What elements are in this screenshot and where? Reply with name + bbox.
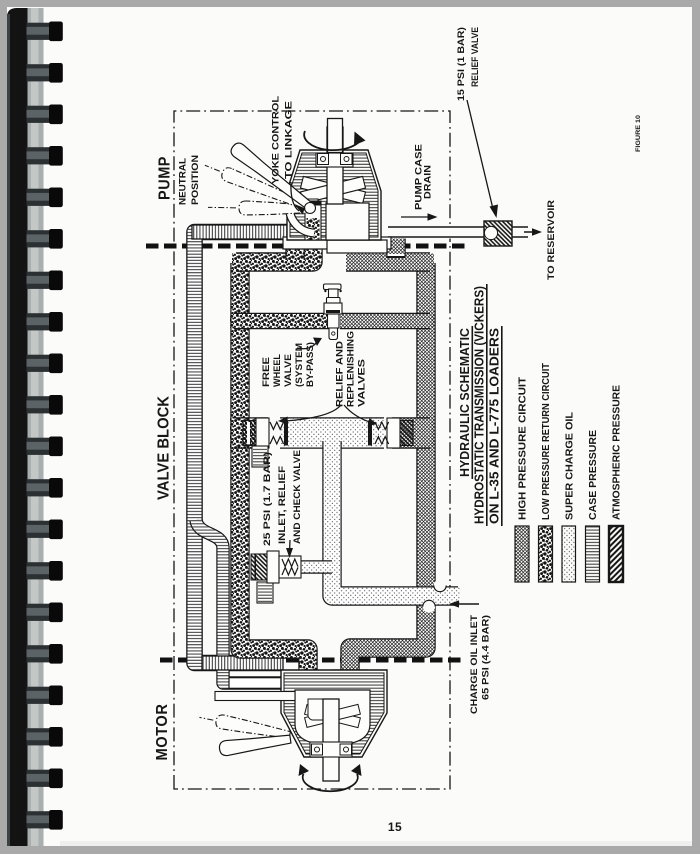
svg-text:SUPER CHARGE OIL: SUPER CHARGE OIL: [565, 412, 576, 520]
svg-text:15 PSI (1 BAR): 15 PSI (1 BAR): [456, 27, 467, 101]
svg-text:AND CHECK VALVE: AND CHECK VALVE: [292, 449, 303, 544]
svg-text:LOW PRESSURE RETURN CIRCUIT: LOW PRESSURE RETURN CIRCUIT: [541, 363, 552, 520]
svg-text:POSITION: POSITION: [190, 155, 201, 205]
svg-text:YOKE CONTROL: YOKE CONTROL: [271, 96, 282, 184]
svg-text:ATMOSPHERIC PRESSURE: ATMOSPHERIC PRESSURE: [612, 385, 623, 520]
svg-text:15: 15: [388, 820, 402, 834]
svg-text:25 PSI (1.7 BAR): 25 PSI (1.7 BAR): [262, 452, 273, 546]
svg-text:RELIEF AND: RELIEF AND: [335, 341, 346, 407]
svg-text:WHEEL: WHEEL: [272, 354, 283, 387]
svg-text:PUMP CASE: PUMP CASE: [414, 143, 425, 210]
svg-text:PUMP: PUMP: [157, 156, 174, 200]
svg-text:HYDRAULIC SCHEMATIC: HYDRAULIC SCHEMATIC: [458, 328, 472, 477]
svg-text:CASE PRESSURE: CASE PRESSURE: [588, 430, 599, 520]
svg-text:ON L-35 AND L-775 LOADERS: ON L-35 AND L-775 LOADERS: [488, 328, 502, 524]
svg-text:MOTOR: MOTOR: [154, 704, 171, 761]
svg-text:HYDROSTATIC TRANSMISSION (VICK: HYDROSTATIC TRANSMISSION (VICKERS): [473, 286, 487, 524]
svg-text:BY-PASS): BY-PASS): [305, 342, 316, 387]
svg-text:TO LINKAGE: TO LINKAGE: [284, 100, 295, 179]
svg-text:FIGURE 10: FIGURE 10: [635, 115, 642, 152]
svg-text:NEUTRAL: NEUTRAL: [178, 158, 189, 205]
svg-text:TO RESERVOIR: TO RESERVOIR: [546, 200, 557, 280]
svg-text:FREE: FREE: [261, 356, 272, 387]
svg-text:INLET, RELIEF: INLET, RELIEF: [277, 466, 288, 544]
svg-text:DRAIN: DRAIN: [423, 165, 434, 199]
svg-text:REPLENISHING: REPLENISHING: [346, 331, 357, 407]
svg-text:RELIEF VALVE: RELIEF VALVE: [470, 26, 481, 87]
svg-text:65 PSI (4.4 BAR): 65 PSI (4.4 BAR): [481, 615, 492, 700]
svg-text:(SYSTEM: (SYSTEM: [294, 343, 305, 387]
svg-text:VALVE BLOCK: VALVE BLOCK: [156, 395, 173, 500]
svg-text:VALVE: VALVE: [283, 353, 294, 387]
svg-text:VALVES: VALVES: [357, 358, 368, 407]
svg-text:HIGH PRESSURE CIRCUIT: HIGH PRESSURE CIRCUIT: [518, 377, 529, 520]
svg-text:CHARGE OIL INLET: CHARGE OIL INLET: [469, 615, 480, 714]
